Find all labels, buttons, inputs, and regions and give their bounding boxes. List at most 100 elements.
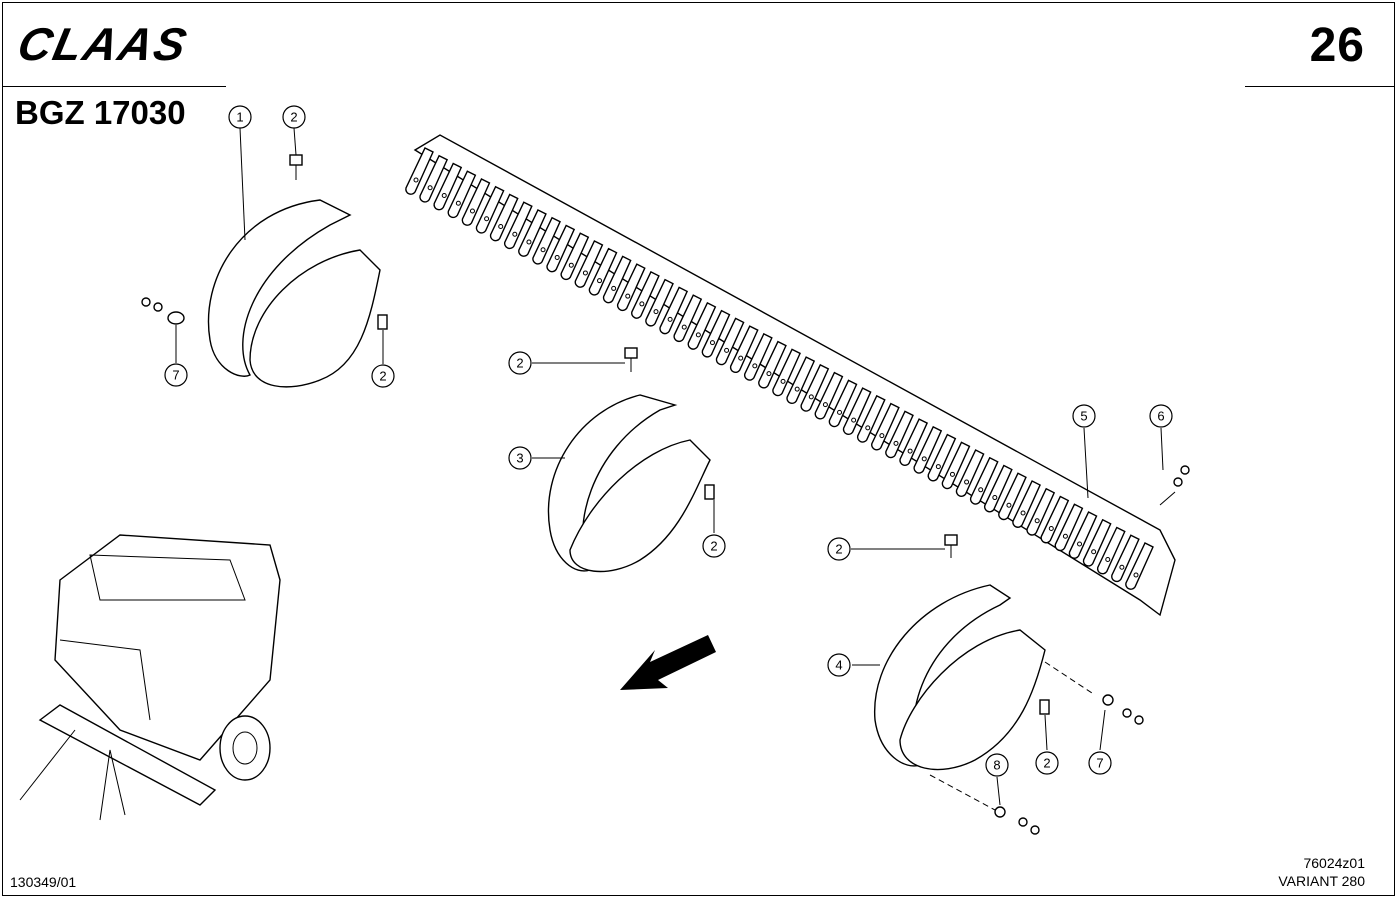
- comb-tooth-hole: [879, 433, 885, 439]
- comb-tooth-hole: [921, 456, 927, 462]
- comb-tooth: [546, 224, 576, 273]
- direction-arrow: [620, 635, 716, 690]
- band-part-4: [874, 584, 1046, 771]
- comb-tooth: [998, 472, 1027, 521]
- comb-tooth-hole: [964, 479, 970, 485]
- comb-tooth: [1096, 526, 1126, 575]
- comb-tooth: [659, 286, 689, 335]
- callout-6: 6: [1149, 404, 1173, 428]
- comb-tooth: [941, 441, 971, 490]
- callout-2-top: 2: [282, 105, 306, 129]
- comb-tooth-hole: [978, 487, 984, 493]
- comb-tooth: [1082, 518, 1112, 567]
- svg-text:6: 6: [1157, 409, 1164, 424]
- comb-tooth-hole: [554, 254, 560, 260]
- comb-tooth: [645, 278, 674, 327]
- comb-tooth: [955, 449, 985, 497]
- callout-5: 5: [1072, 404, 1096, 428]
- callout-3: 3: [508, 446, 532, 470]
- callout-2-band4: 2: [1035, 751, 1059, 775]
- comb-tooth-hole: [611, 285, 617, 291]
- stripper-comb-bar: [405, 134, 1176, 617]
- comb-tooth: [758, 340, 787, 389]
- comb-tooth-hole: [724, 347, 730, 353]
- baler-machine-sketch: [19, 534, 281, 821]
- svg-text:2: 2: [290, 110, 297, 125]
- callout-7-left: 7: [164, 363, 188, 387]
- comb-tooth-hole: [766, 371, 772, 377]
- comb-tooth-hole: [1077, 541, 1083, 547]
- comb-tooth-hole: [639, 301, 645, 307]
- band-part-3: [547, 394, 711, 573]
- comb-tooth-hole: [455, 200, 461, 206]
- callout-4: 4: [827, 653, 851, 677]
- comb-tooth-hole: [413, 177, 419, 183]
- svg-text:4: 4: [835, 658, 842, 673]
- comb-tooth-hole: [1048, 526, 1054, 532]
- comb-tooth: [1012, 480, 1041, 528]
- comb-tooth: [871, 402, 900, 451]
- comb-tooth: [715, 317, 745, 366]
- comb-tooth: [461, 178, 491, 226]
- comb-tooth: [602, 255, 632, 304]
- callout-7-right: 7: [1088, 751, 1112, 775]
- comb-tooth: [969, 456, 999, 505]
- comb-tooth-hole: [582, 270, 588, 276]
- comb-tooth-hole: [752, 363, 758, 369]
- comb-tooth-hole: [695, 332, 701, 338]
- svg-text:5: 5: [1080, 409, 1087, 424]
- comb-tooth: [772, 348, 801, 397]
- footer-variant: VARIANT 280: [1278, 873, 1365, 889]
- comb-tooth: [673, 294, 703, 343]
- header-rule-left: [2, 86, 226, 87]
- comb-tooth: [1054, 503, 1084, 552]
- comb-tooth-hole: [709, 340, 715, 346]
- comb-tooth: [419, 154, 449, 203]
- comb-tooth-hole: [568, 262, 574, 268]
- comb-tooth: [1068, 511, 1098, 559]
- svg-text:2: 2: [379, 369, 386, 384]
- comb-tooth: [1026, 487, 1056, 536]
- svg-text:2: 2: [710, 539, 717, 554]
- comb-tooth: [800, 363, 830, 412]
- comb-tooth-hole: [949, 471, 955, 477]
- comb-tooth-hole: [441, 192, 447, 198]
- comb-tooth-hole: [1105, 557, 1111, 563]
- callout-leaders: [175, 127, 1164, 811]
- comb-tooth-hole: [484, 216, 490, 222]
- document-code: BGZ 17030: [15, 94, 186, 131]
- comb-tooth: [814, 371, 844, 420]
- comb-tooth-hole: [667, 316, 673, 322]
- callout-8: 8: [985, 753, 1009, 777]
- svg-text:2: 2: [516, 356, 523, 371]
- page-number: 26: [1309, 19, 1365, 72]
- comb-tooth: [842, 387, 872, 435]
- comb-tooth: [701, 309, 731, 358]
- comb-tooth-hole: [837, 409, 843, 415]
- comb-tooth-hole: [1133, 572, 1139, 578]
- comb-tooth: [616, 263, 646, 312]
- band-part-1: [207, 199, 381, 388]
- svg-text:1: 1: [236, 110, 243, 125]
- comb-tooth: [729, 325, 759, 374]
- comb-tooth: [786, 356, 816, 405]
- comb-tooth: [518, 209, 547, 257]
- comb-tooth: [405, 147, 434, 195]
- comb-tooth: [1040, 495, 1070, 544]
- comb-tooth-hole: [992, 495, 998, 501]
- comb-tooth-hole: [1062, 533, 1068, 539]
- comb-tooth-hole: [794, 386, 800, 392]
- comb-tooth-hole: [780, 378, 786, 384]
- comb-tooth-hole: [738, 355, 744, 361]
- comb-tooth-hole: [1034, 518, 1040, 524]
- svg-text:3: 3: [516, 451, 523, 466]
- comb-tooth-hole: [498, 223, 504, 229]
- comb-tooth: [856, 394, 886, 443]
- comb-tooth-hole: [865, 425, 871, 431]
- comb-tooth: [489, 193, 519, 242]
- callout-1: 1: [228, 105, 252, 129]
- svg-text:8: 8: [993, 758, 1000, 773]
- comb-tooth-hole: [469, 208, 475, 214]
- callout-2-lower: 2: [827, 537, 851, 561]
